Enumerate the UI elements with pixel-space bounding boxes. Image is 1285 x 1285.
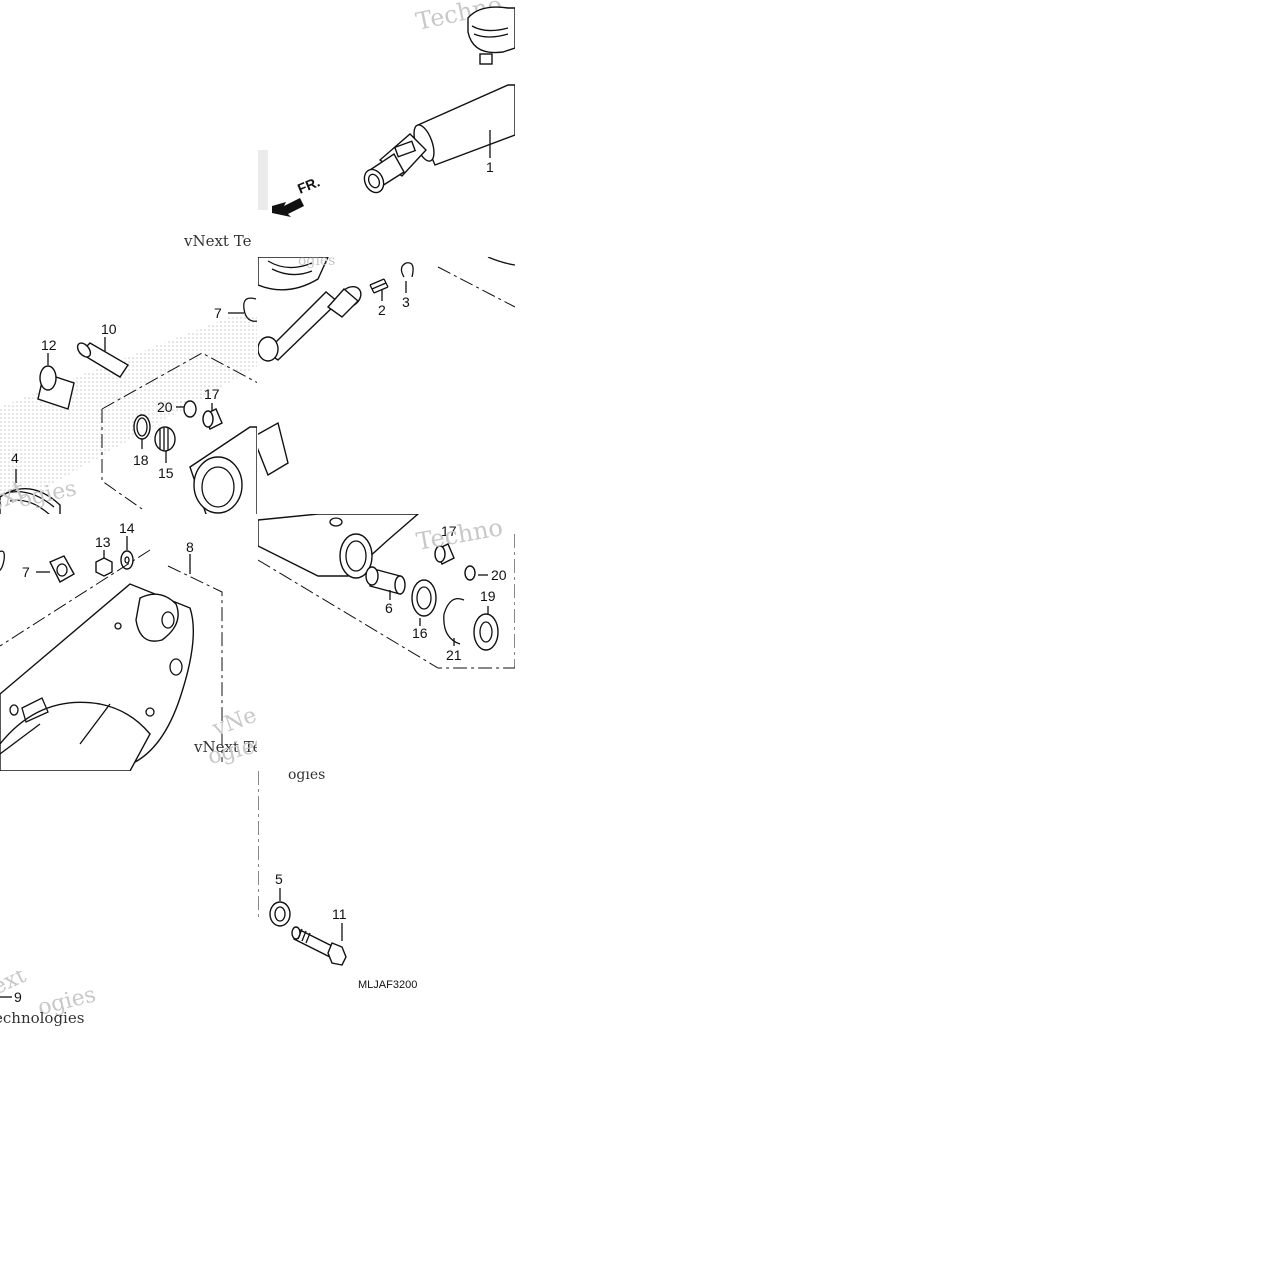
spring-part [369, 278, 389, 294]
callout-5: 5 [275, 871, 283, 887]
boot-4-part [0, 488, 61, 514]
callout-4: 4 [11, 450, 19, 466]
callout-20b: 20 [491, 567, 507, 583]
bushing-17b-part [434, 543, 455, 565]
watermark-text: ogies [298, 257, 335, 269]
plate-7-part [49, 555, 75, 583]
callout-15: 15 [158, 465, 174, 481]
tile-swingarm: 7 13 14 8 [0, 514, 257, 771]
ring-20b-part [464, 565, 476, 581]
ring-20-part [183, 400, 197, 418]
callout-16: 16 [412, 625, 428, 641]
watermark-text: ogies [288, 771, 325, 783]
swingarm-8-part [0, 583, 194, 771]
watermark-text: echnologies [0, 1009, 84, 1027]
tile-fragment: 9 ext ogies echnologies [0, 971, 120, 1031]
tile-pivot-bearings: 17 20 6 16 21 [258, 514, 515, 771]
shaft-yoke-top [467, 6, 515, 65]
callout-14: 14 [119, 520, 135, 536]
direction-label: FR. [295, 173, 322, 196]
tile-spring-pin: 2 3 ogies [258, 257, 515, 514]
callout-17b: 17 [441, 523, 457, 539]
callout-6: 6 [385, 600, 393, 616]
propeller-shaft-part [363, 84, 515, 194]
watermark-text: vNext Te [193, 738, 257, 756]
callout-2: 2 [378, 302, 386, 318]
callout-9: 10 [101, 321, 117, 337]
callout-10: 9 [14, 989, 22, 1005]
callout-18: 18 [133, 452, 149, 468]
watermark-block: vNext Te [184, 226, 258, 256]
tile-bearings: 7 10 12 18 [0, 257, 257, 514]
pivot-housing-part [258, 514, 420, 579]
callout-7b: 7 [22, 564, 30, 580]
arm-housing-part [189, 426, 257, 514]
bearing-16-part [411, 579, 437, 617]
drawing-code: MLJAF3200 [358, 979, 417, 991]
washer-14-part [120, 550, 134, 570]
pin-part [258, 285, 362, 362]
collar-5-part [269, 901, 291, 927]
watermark-text: vNext Te [184, 232, 252, 250]
callout-3: 3 [402, 294, 410, 310]
callout-11: 12 [41, 337, 57, 353]
circlip-part [400, 262, 414, 278]
nut-13-part [95, 557, 113, 577]
bolt-9-part [76, 342, 129, 378]
seal-19-part [473, 613, 499, 651]
bushing-17-part [202, 408, 223, 430]
callout-19: 19 [480, 588, 496, 604]
collar-6-part [365, 566, 406, 595]
front-direction-arrow-icon [272, 198, 304, 217]
callout-8: 8 [186, 539, 194, 555]
callout-13: 13 [95, 534, 111, 550]
watermark-text: Techno [414, 514, 505, 556]
callout-20: 20 [157, 399, 173, 415]
bolt-12-part [291, 926, 347, 966]
callout-21: 21 [446, 647, 462, 663]
callout-1: 1 [486, 159, 494, 175]
tile-propeller-shaft: Techno 1 FR. [258, 0, 515, 257]
tile-pivot-bolt: ogies 5 11 MLJAF3200 [258, 771, 515, 1028]
bushing-11-part [37, 365, 75, 410]
callout-17: 17 [204, 386, 220, 402]
callout-7: 7 [214, 305, 222, 321]
callout-12: 11 [332, 906, 347, 922]
circlip-21-part [443, 597, 465, 645]
needle-bearing-15-part [154, 426, 176, 452]
